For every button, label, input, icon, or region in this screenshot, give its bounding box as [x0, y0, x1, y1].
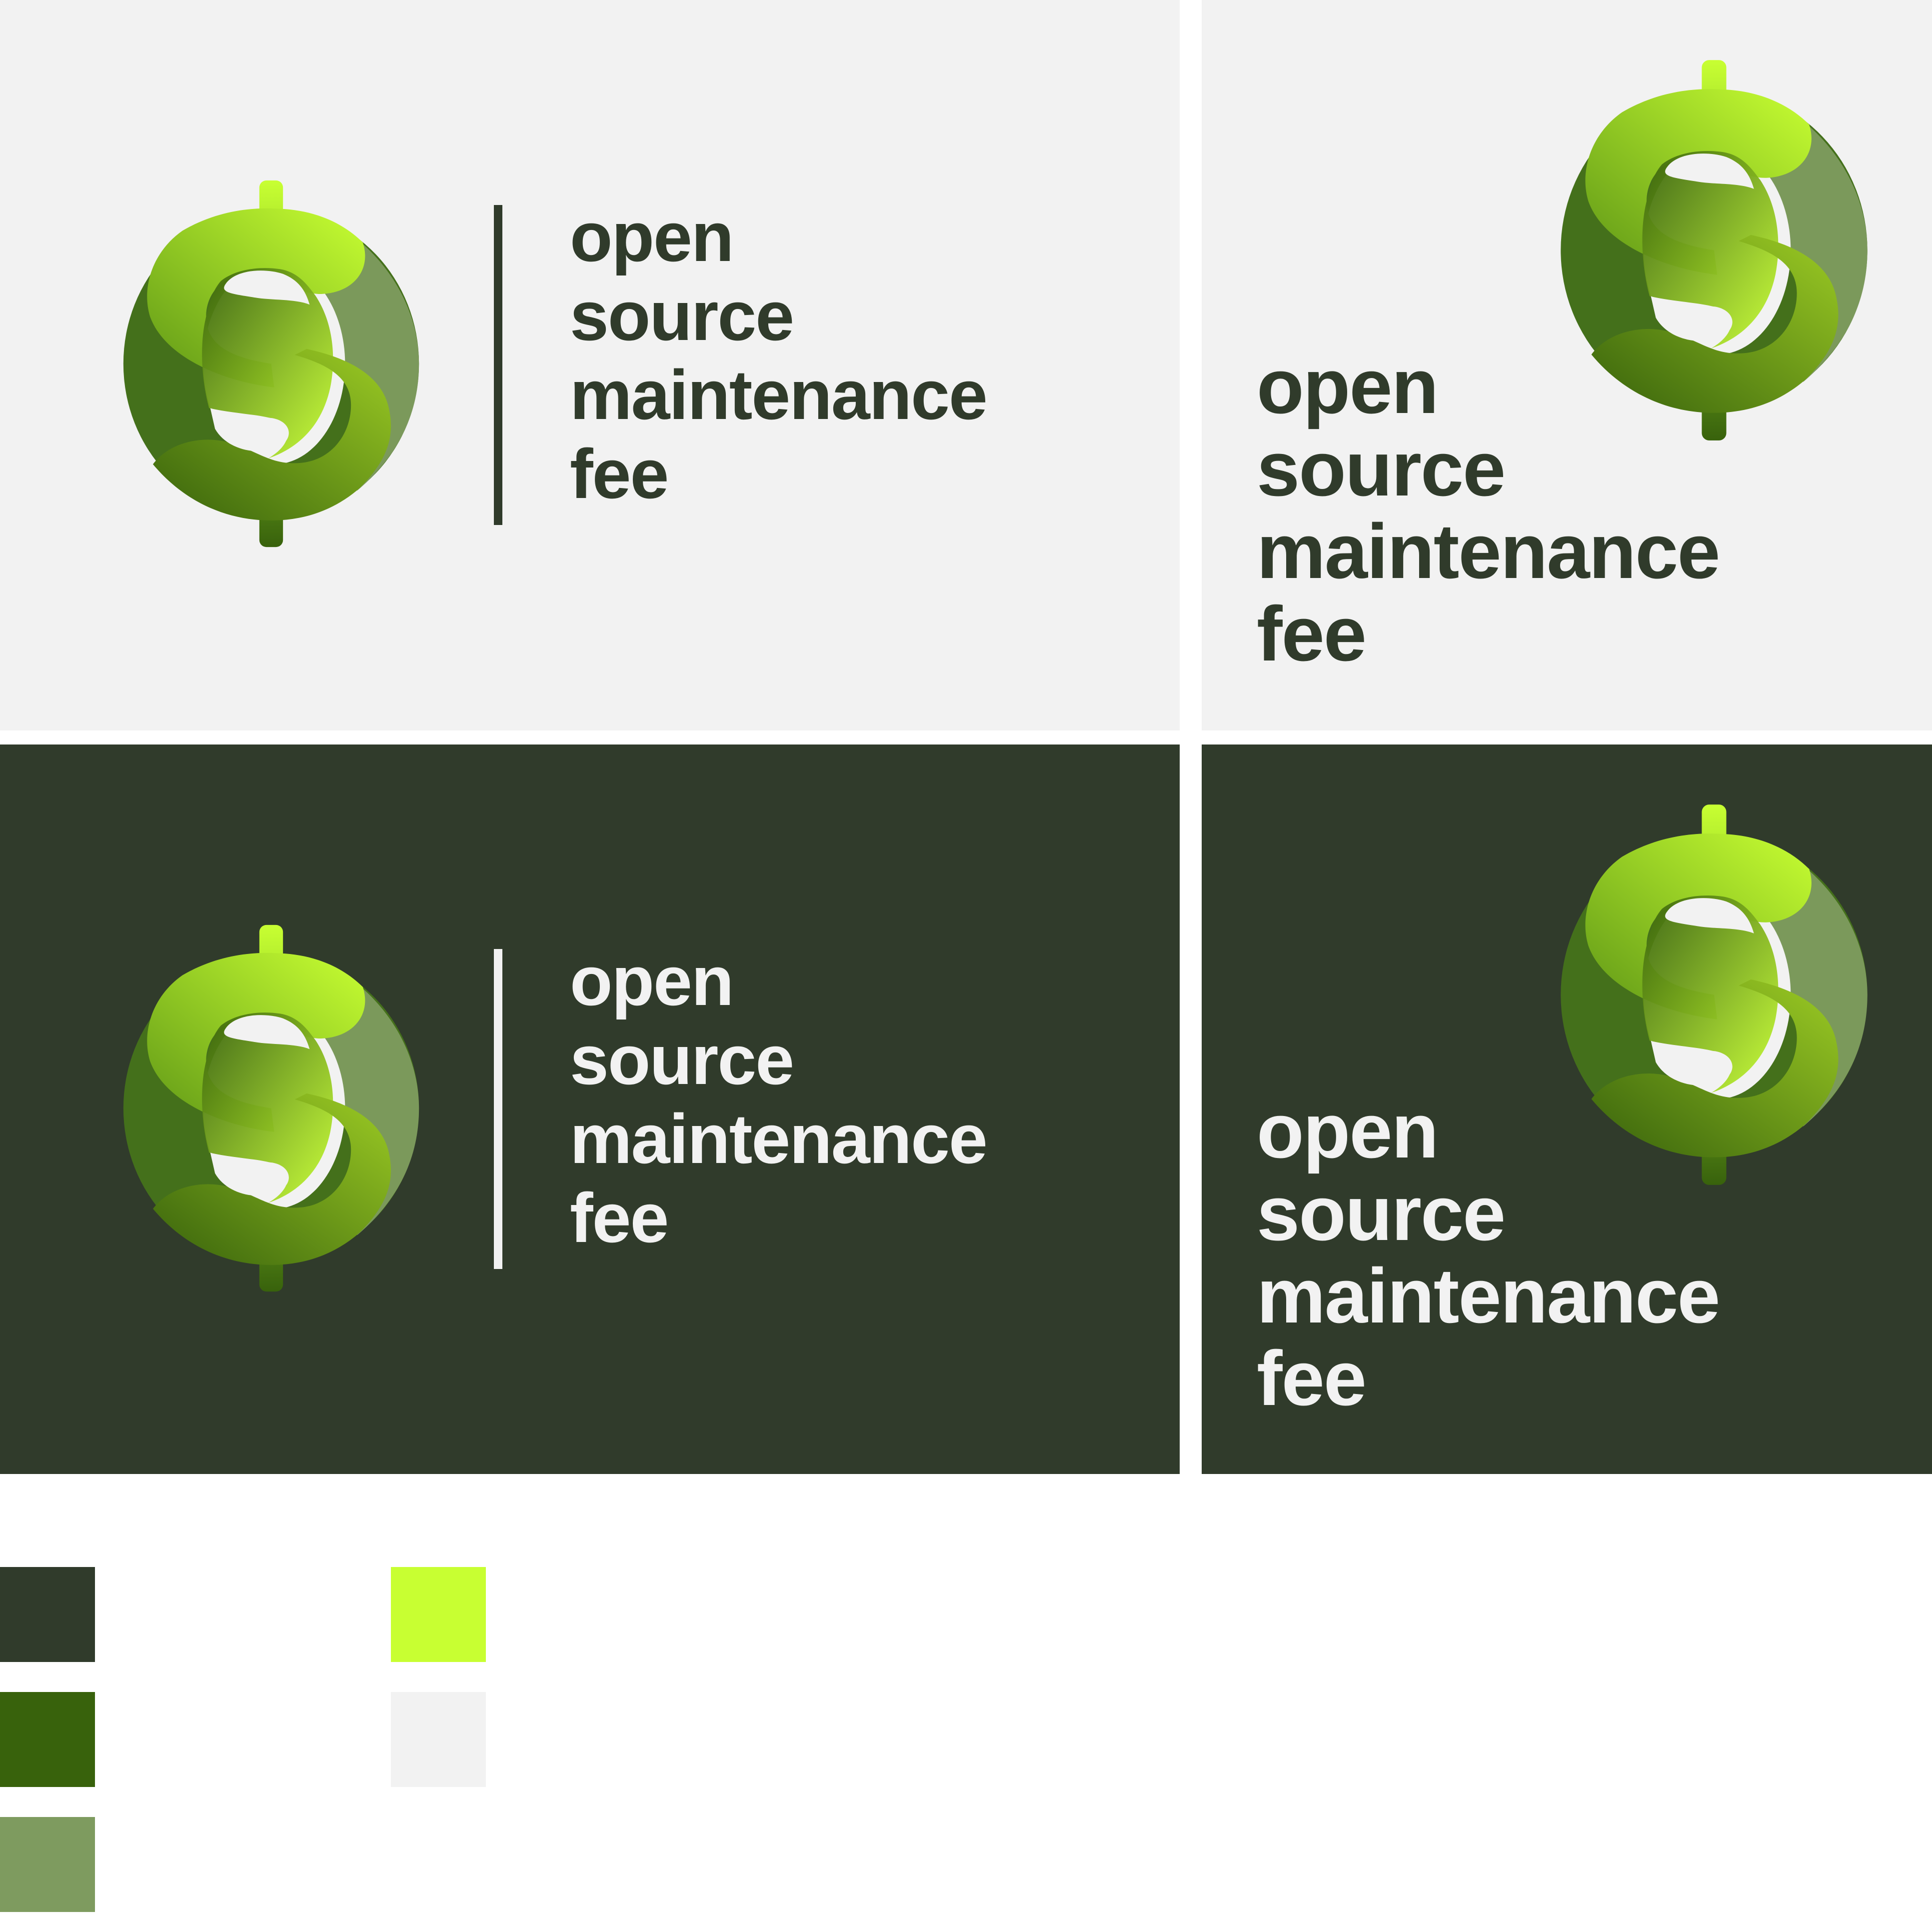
logo-divider: [494, 949, 502, 1269]
swatch-dark-olive: [0, 1567, 95, 1662]
wordmark-line-maintenance: maintenance: [570, 1100, 988, 1178]
wordmark-line-maintenance: maintenance: [1257, 508, 1721, 594]
wordmark-line-open: open: [570, 198, 734, 276]
wordmark-line-open: open: [1257, 343, 1439, 430]
wordmark-line-maintenance: maintenance: [570, 356, 988, 434]
wordmark-line-open: open: [1257, 1088, 1439, 1174]
panel-dark-stacked: open source maintenance fee: [1202, 744, 1932, 1474]
wordmark-line-fee: fee: [570, 1178, 669, 1257]
wordmark-line-source: source: [570, 276, 794, 355]
swatch-forest-green: [0, 1692, 95, 1787]
logo-divider: [494, 205, 502, 525]
panel-light-stacked: open source maintenance fee: [1202, 0, 1932, 730]
wordmark: open source maintenance fee: [570, 942, 988, 1258]
panel-dark-horizontal: open source maintenance fee: [0, 744, 1180, 1474]
dollar-logo-icon: [117, 178, 425, 550]
wordmark-line-fee: fee: [1257, 1335, 1367, 1422]
swatch-light-gray: [391, 1692, 486, 1787]
wordmark-line-source: source: [1257, 1170, 1506, 1256]
swatch-lime: [391, 1567, 486, 1662]
wordmark: open source maintenance fee: [1257, 1088, 1721, 1422]
swatch-sage-green: [0, 1817, 95, 1912]
wordmark: open source maintenance fee: [1257, 343, 1721, 677]
wordmark-line-fee: fee: [1257, 590, 1367, 677]
panel-light-horizontal: open source maintenance fee: [0, 0, 1180, 730]
wordmark-line-maintenance: maintenance: [1257, 1252, 1721, 1339]
wordmark-line-open: open: [570, 942, 734, 1020]
dollar-logo-icon: [117, 922, 425, 1294]
wordmark: open source maintenance fee: [570, 198, 988, 514]
wordmark-line-source: source: [1257, 426, 1506, 512]
wordmark-line-fee: fee: [570, 434, 669, 513]
wordmark-line-source: source: [570, 1020, 794, 1099]
